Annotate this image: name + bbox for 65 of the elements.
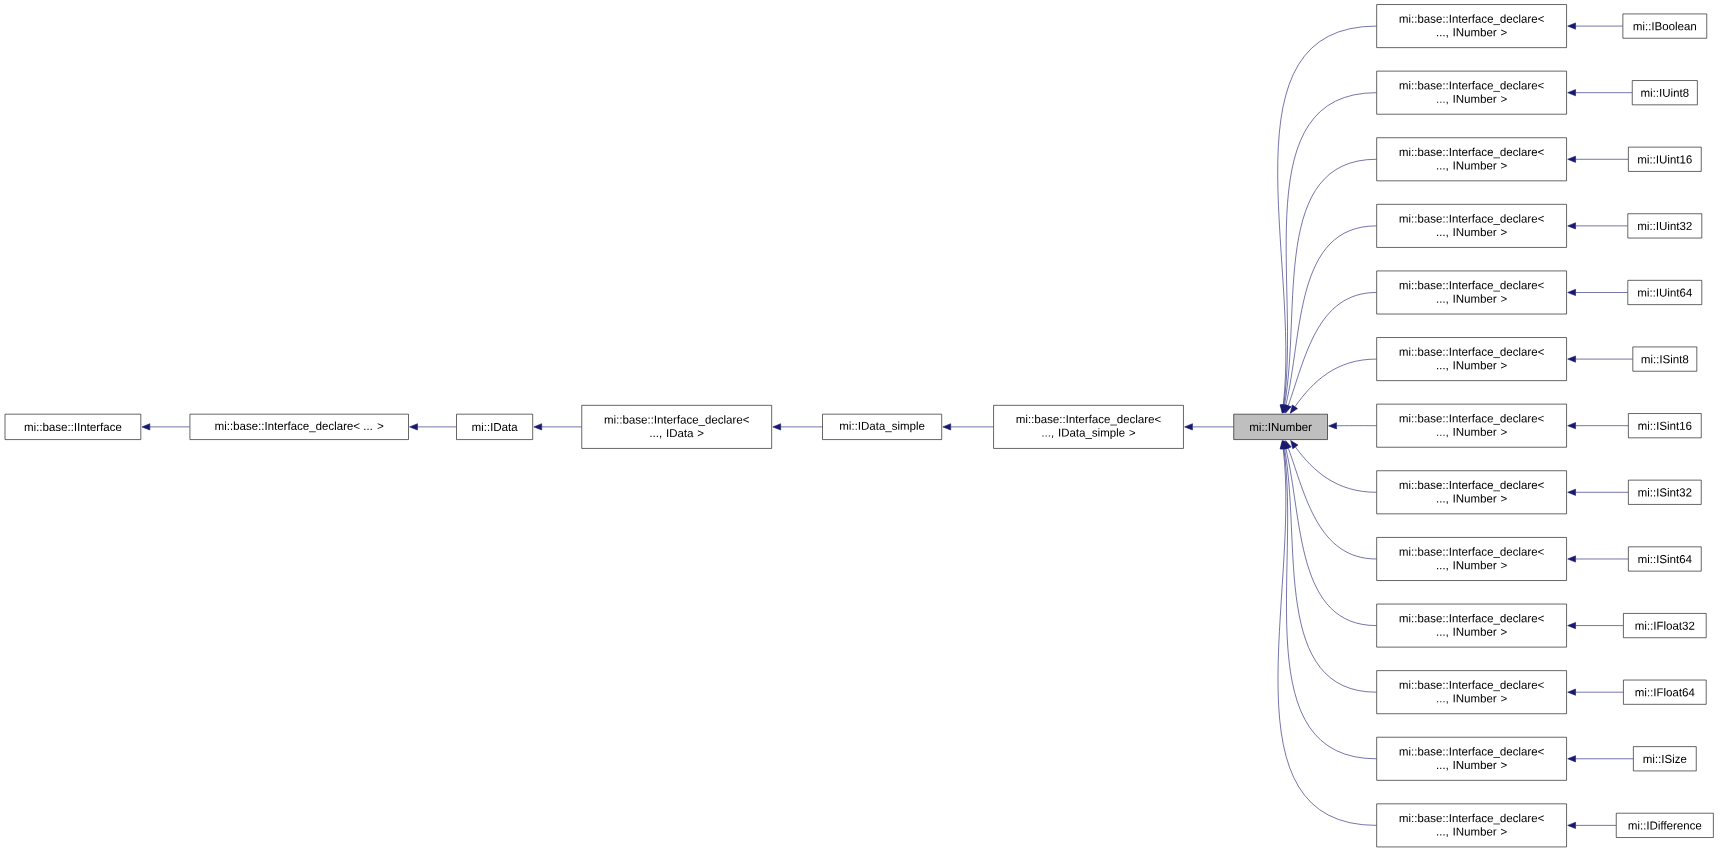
inheritance-arrow <box>1280 440 1377 760</box>
class-box: mi::base::Interface_declare< ..., IData_simple > <box>993 405 1184 449</box>
class-box: mi::ISint8 <box>1632 346 1698 372</box>
inheritance-arrow <box>141 423 190 431</box>
class-box: mi::base::IInterface <box>4 413 142 440</box>
class-box: mi::base::Interface_declare< ..., INumber > <box>1376 70 1567 115</box>
inheritance-arrow <box>1281 440 1377 693</box>
inheritance-arrow <box>1280 92 1377 414</box>
inheritance-arrow <box>1567 488 1629 496</box>
class-box: mi::IBoolean <box>1622 13 1708 39</box>
inheritance-arrow <box>1567 821 1617 829</box>
class-box: mi::base::Interface_declare< ..., INumber > <box>1376 403 1567 448</box>
class-box: mi::ISize <box>1633 746 1697 772</box>
inheritance-arrow <box>1285 440 1377 560</box>
class-box: mi::base::Interface_declare< ..., IData > <box>581 405 772 449</box>
inheritance-arrow <box>1328 422 1377 430</box>
class-box: mi::base::Interface_declare< ..., INumber > <box>1376 537 1567 581</box>
class-box: mi::base::Interface_declare< ..., INumber > <box>1376 270 1567 315</box>
inheritance-arrow <box>1184 423 1234 431</box>
inheritance-arrow <box>1567 222 1628 230</box>
class-box: mi::base::Interface_declare< ... > <box>189 413 409 440</box>
class-box: mi::ISint32 <box>1628 479 1702 505</box>
inheritance-arrow <box>1277 440 1377 826</box>
inheritance-arrow <box>1567 422 1629 430</box>
class-box: mi::base::Interface_declare< ..., INumber > <box>1376 803 1567 848</box>
class-box: mi::base::Interface_declare< ..., INumber > <box>1376 4 1567 48</box>
class-box: mi::IData <box>456 413 533 440</box>
class-box: mi::base::Interface_declare< ..., INumber > <box>1376 137 1567 182</box>
inheritance-arrow <box>1567 89 1633 97</box>
class-box: mi::IFloat64 <box>1623 679 1707 705</box>
class-box: mi::ISint64 <box>1628 546 1702 572</box>
class-box: mi::base::Interface_declare< ..., INumber > <box>1376 736 1567 781</box>
inheritance-arrow <box>1290 440 1377 493</box>
inheritance-arrow <box>1284 292 1377 414</box>
inheritance-arrow <box>942 423 994 431</box>
inheritance-arrow <box>1567 622 1624 629</box>
class-box: mi::IDifference <box>1615 812 1714 838</box>
inheritance-arrow <box>1567 22 1623 30</box>
inheritance-arrow <box>1281 159 1377 414</box>
inheritance-arrow <box>1567 289 1628 296</box>
class-box: mi::IUint32 <box>1627 213 1703 239</box>
inheritance-arrow <box>1567 155 1629 163</box>
class-box: mi::INumber <box>1233 413 1328 440</box>
inheritance-arrow <box>533 423 582 431</box>
class-box: mi::ISint16 <box>1628 413 1702 439</box>
class-box: mi::IData_simple <box>822 413 942 440</box>
class-box: mi::IUint64 <box>1627 280 1703 305</box>
class-box: mi::base::Interface_declare< ..., INumber > <box>1376 337 1567 381</box>
inheritance-arrow <box>1567 755 1634 763</box>
inheritance-arrow <box>1567 688 1624 696</box>
inheritance-arrow <box>409 423 457 431</box>
inheritance-arrow <box>1282 225 1377 414</box>
inheritance-arrow <box>1290 358 1377 414</box>
class-box: mi::base::Interface_declare< ..., INumber > <box>1376 603 1567 648</box>
inheritance-arrow <box>772 423 823 431</box>
inheritance-arrow <box>1282 440 1377 626</box>
class-box: mi::base::Interface_declare< ..., INumber > <box>1376 204 1567 248</box>
class-box: mi::base::Interface_declare< ..., INumber > <box>1376 470 1567 515</box>
inheritance-arrow <box>1567 555 1629 563</box>
inheritance-arrow <box>1567 355 1633 363</box>
class-box: mi::IUint16 <box>1628 146 1702 172</box>
inheritance-arrow <box>1277 25 1377 414</box>
class-box: mi::IUint8 <box>1631 80 1698 106</box>
class-box: mi::IFloat32 <box>1623 613 1707 639</box>
class-box: mi::base::Interface_declare< ..., INumber > <box>1376 670 1567 715</box>
